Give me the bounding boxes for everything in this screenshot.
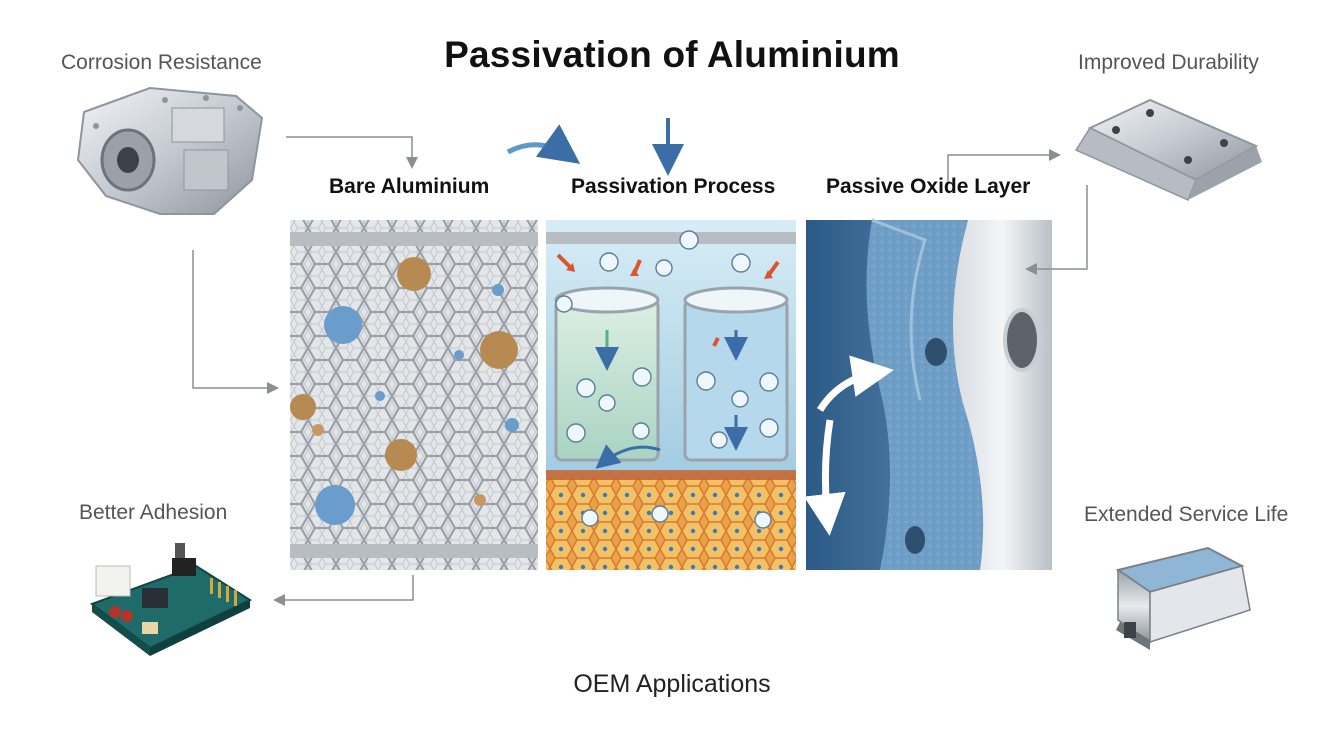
circuit-board-icon — [89, 543, 253, 656]
page-title: Passivation of Aluminium — [444, 34, 900, 75]
label-improved-durability: Improved Durability — [1078, 51, 1259, 74]
panel-passivation-process — [546, 220, 796, 570]
panel-bare-aluminium — [290, 220, 538, 570]
label-corrosion-resistance: Corrosion Resistance — [61, 51, 262, 74]
panel-label-passive-oxide-layer: Passive Oxide Layer — [826, 175, 1031, 198]
footer-oem-applications: OEM Applications — [573, 670, 771, 698]
gearbox-icon — [76, 86, 264, 215]
label-extended-service-life: Extended Service Life — [1084, 503, 1289, 526]
panel-label-passivation-process: Passivation Process — [571, 175, 776, 198]
connector-lines — [192, 136, 1088, 606]
curved-process-arrow — [506, 124, 581, 164]
panel-label-bare-aluminium: Bare Aluminium — [329, 175, 490, 198]
label-better-adhesion: Better Adhesion — [79, 501, 228, 524]
bracket-icon — [1074, 98, 1262, 202]
panel-passive-oxide-layer — [803, 218, 1052, 570]
rail-profile-icon — [1115, 546, 1251, 650]
